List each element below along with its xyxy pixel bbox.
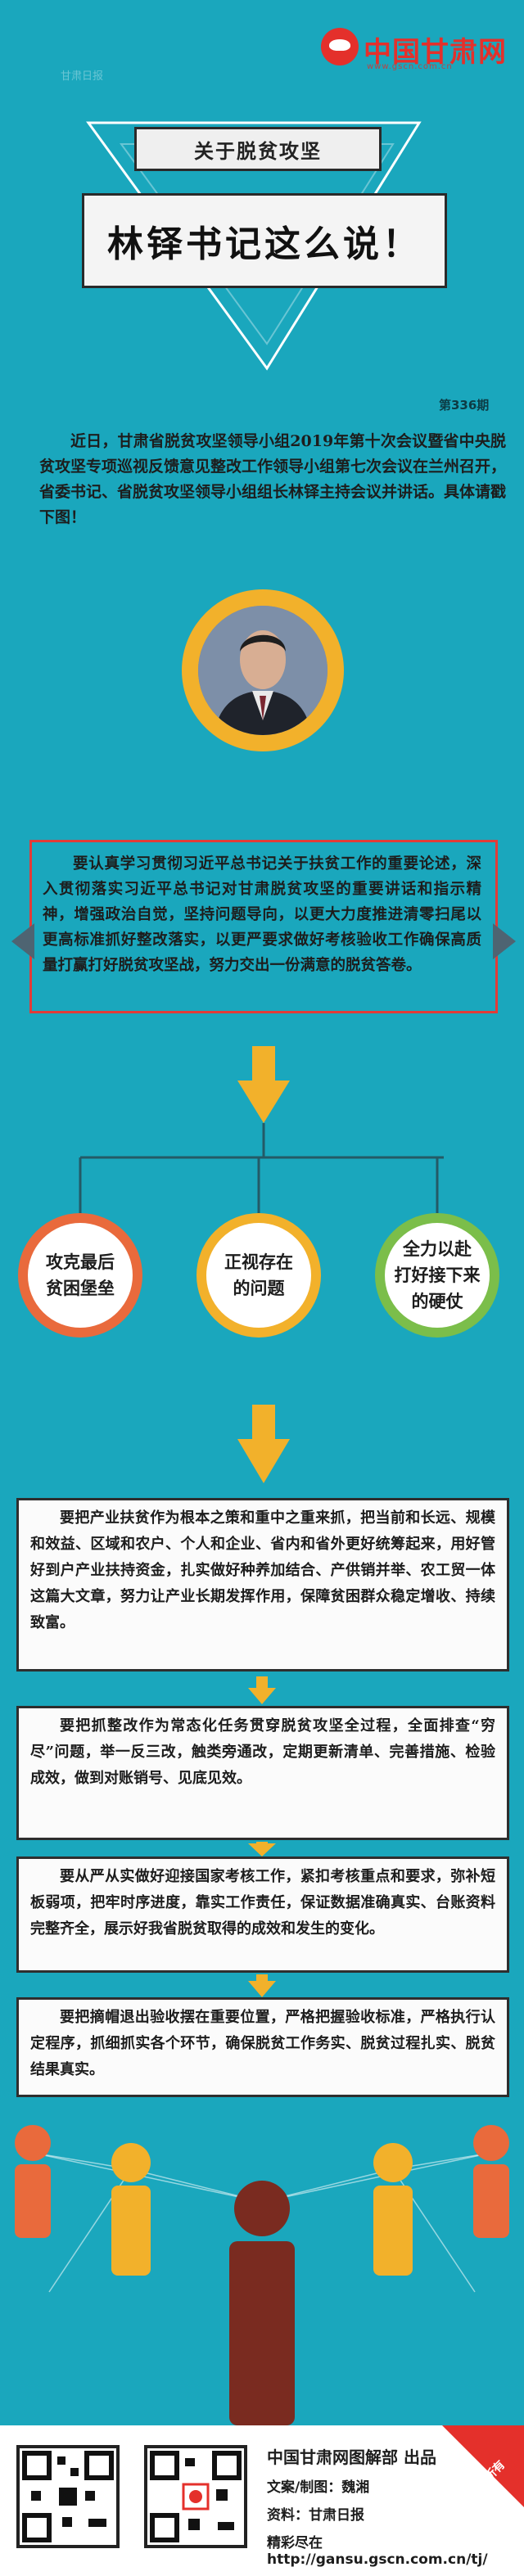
down-arrow-icon xyxy=(237,1046,290,1123)
point-card-2: 要把抓整改作为常态化任务贯穿脱贫攻坚全过程，全面排查“穷尽”问题，举一反三改，触… xyxy=(16,1706,509,1840)
footer-source: 资料：甘肃日报 xyxy=(267,2507,364,2524)
small-down-arrow-icon xyxy=(248,1974,276,1997)
qr-code-icon xyxy=(22,2451,114,2542)
footer-link[interactable]: 精彩尽在http://gansu.gscn.com.cn/tj/ xyxy=(267,2535,488,2568)
issue-number: 第336期 xyxy=(439,398,490,413)
qr-code-icon xyxy=(150,2451,242,2542)
logo-mark-icon xyxy=(321,28,359,65)
site-logo[interactable]: 中国甘肃网 www.gscn.com.cn xyxy=(321,28,509,77)
person-icon xyxy=(373,2143,413,2276)
logo-url: www.gscn.com.cn xyxy=(367,62,453,71)
person-icon xyxy=(229,2181,295,2425)
person-icon xyxy=(111,2143,151,2276)
subtitle-tag: 关于脱贫攻坚 xyxy=(134,127,382,171)
connector-tree xyxy=(79,1046,444,1997)
rights-corner-ribbon xyxy=(442,2425,524,2507)
circle-point-2: 正视存在 的问题 xyxy=(196,1213,321,1338)
page-title: 林铎书记这么说！ xyxy=(82,193,447,288)
circle-point-1-text: 攻克最后 贫困堡垒 xyxy=(46,1252,115,1298)
circle-point-1: 攻克最后 贫困堡垒 xyxy=(18,1213,142,1338)
point-card-4: 要把摘帽退出验收摆在重要位置，严格把握验收标准，严格执行认定程序，抓细抓实各个环… xyxy=(16,1997,509,2097)
circle-point-3-text: 全力以赴 打好接下来 的硬仗 xyxy=(394,1238,481,1311)
circle-point-2-text: 正视存在 的问题 xyxy=(224,1252,293,1298)
small-down-arrow-icon xyxy=(248,1676,276,1704)
faint-watermark-text: 甘肃日报 xyxy=(61,70,104,83)
people-network-illustration xyxy=(15,2125,509,2425)
footer-producer: 中国甘肃网图解部 出品 xyxy=(267,2447,436,2467)
person-icon xyxy=(473,2125,509,2238)
small-down-arrow-icon xyxy=(248,1842,276,1856)
point-card-3: 要从严从实做好迎接国家考核工作，紧扣考核重点和要求，弥补短板弱项，把牢时序进度，… xyxy=(16,1856,509,1973)
portrait-photo xyxy=(198,606,328,735)
intro-paragraph: 近日，甘肃省脱贫攻坚领导小组2019年第十次会议暨省中央脱贫攻坚专项巡视反馈意见… xyxy=(39,432,507,526)
down-arrow-icon xyxy=(237,1405,290,1483)
chevron-right-icon xyxy=(493,923,516,959)
chevron-left-icon xyxy=(11,923,34,959)
person-icon xyxy=(15,2125,51,2238)
point-card-1: 要把产业扶贫作为根本之策和重中之重来抓，把当前和长远、规模和效益、区域和农户、个… xyxy=(16,1498,509,1671)
qr-code-1[interactable] xyxy=(16,2445,120,2548)
logo-name: 中国甘肃网 xyxy=(364,36,507,69)
circle-point-3: 全力以赴 打好接下来 的硬仗 xyxy=(375,1213,499,1338)
key-quote-text: 要认真学习贯彻习近平总书记关于扶贫工作的重要论述，深入贯彻落实习近平总书记对甘肃… xyxy=(43,855,481,974)
footer-credit: 文案/制图：魏湘 xyxy=(267,2479,370,2496)
person-silhouette-icon xyxy=(198,606,328,735)
qr-code-2[interactable] xyxy=(144,2445,247,2548)
